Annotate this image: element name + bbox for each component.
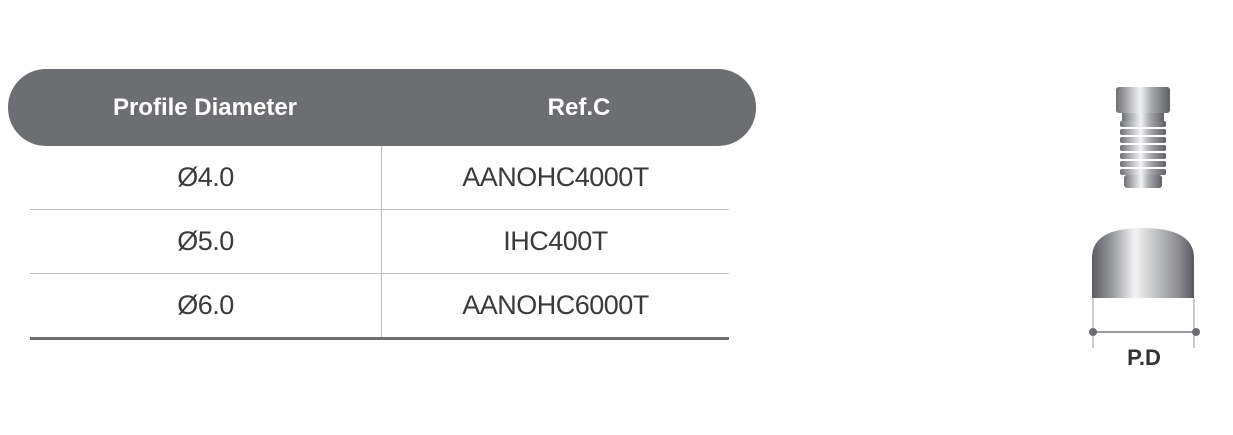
table-row: Ø4.0 AANOHC4000T xyxy=(30,146,729,210)
diameter-cell: Ø6.0 xyxy=(30,274,382,337)
table-row: Ø5.0 IHC400T xyxy=(30,210,729,274)
header-profile-diameter: Profile Diameter xyxy=(112,93,298,121)
healing-cap-icon xyxy=(1092,228,1194,298)
ref-cell: AANOHC4000T xyxy=(462,162,649,192)
diameter-cell: Ø5.0 xyxy=(30,210,382,273)
table-header: Profile Diameter Ref.C xyxy=(8,69,756,146)
healing-cap-illustration xyxy=(1089,87,1200,348)
screw-icon xyxy=(1116,87,1170,188)
ref-cell: IHC400T xyxy=(503,226,608,256)
ref-cell: AANOHC6000T xyxy=(462,290,649,320)
dimension-line xyxy=(1089,298,1200,348)
table-row: Ø6.0 AANOHC6000T xyxy=(30,274,729,337)
spec-table: Profile Diameter Ref.C Ø4.0 AANOHC4000T … xyxy=(8,69,756,340)
header-ref-c: Ref.C xyxy=(547,93,611,121)
diameter-cell: Ø4.0 xyxy=(30,146,382,209)
table-body: Ø4.0 AANOHC4000T Ø5.0 IHC400T Ø6.0 AANOH… xyxy=(30,146,729,340)
profile-diameter-label: P.D xyxy=(1127,345,1161,370)
